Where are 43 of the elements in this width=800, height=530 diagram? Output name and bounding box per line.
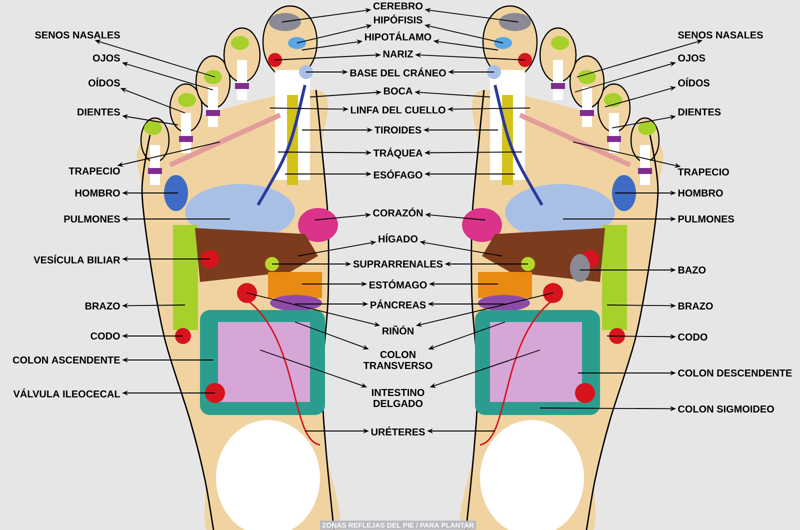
part-label: LINFA DEL CUELLO [350, 106, 446, 114]
part-label: VÁLVULA ILEOCECAL [13, 388, 120, 398]
part-label: PÁNCREAS [370, 300, 426, 308]
part-label: VESÍCULA BILIAR [34, 254, 120, 264]
part-label: TRAPECIO [678, 168, 729, 176]
part-label: TIROIDES [374, 126, 422, 134]
part-label: CODO [678, 333, 708, 341]
part-label: URÉTERES [371, 426, 425, 436]
part-label: HOMBRO [75, 189, 120, 197]
part-label: ESTÓMAGO [370, 280, 427, 288]
part-label: ESÓFAGO [374, 170, 422, 178]
part-label: HOMBRO [678, 189, 723, 197]
part-label: BASE DEL CRÁNEO [350, 68, 446, 76]
part-label: SUPRARRENALES [353, 260, 443, 268]
part-label: CORAZÓN [373, 208, 423, 216]
part-label: NARIZ [383, 50, 413, 58]
part-label: SENOS NASALES [35, 31, 120, 39]
part-label: DIENTES [678, 108, 721, 116]
part-label: RIÑÓN [382, 326, 414, 334]
part-label: HIPÓFISIS [374, 14, 422, 24]
part-label: OÍDOS [88, 78, 120, 86]
part-label: DIENTES [78, 108, 120, 116]
part-label: CEREBRO [373, 2, 423, 10]
part-label: COLON TRANSVERSO [363, 350, 432, 370]
part-label: OJOS [92, 54, 120, 62]
part-label: BAZO [678, 266, 706, 274]
part-label: BRAZO [678, 302, 713, 310]
part-label: OJOS [678, 54, 706, 62]
part-label: PULMONES [678, 215, 734, 223]
part-label: CODO [90, 332, 120, 340]
part-label: COLON SIGMOIDEO [678, 405, 774, 413]
part-label: BRAZO [85, 302, 120, 310]
part-label: HIPOTÁLAMO [365, 32, 432, 40]
part-label: BOCA [384, 87, 412, 95]
part-label: HÍGADO [378, 234, 418, 242]
part-label: PULMONES [64, 215, 120, 223]
part-label: OÍDOS [678, 78, 710, 86]
part-label: TRÁQUEA [373, 148, 422, 158]
part-label: TRAPECIO [68, 167, 120, 175]
part-label: SENOS NASALES [678, 31, 763, 39]
part-label: COLON DESCENDENTE [678, 369, 792, 377]
part-label: COLON ASCENDENTE [12, 356, 120, 364]
part-label: INTESTINO DELGADO [372, 388, 424, 408]
